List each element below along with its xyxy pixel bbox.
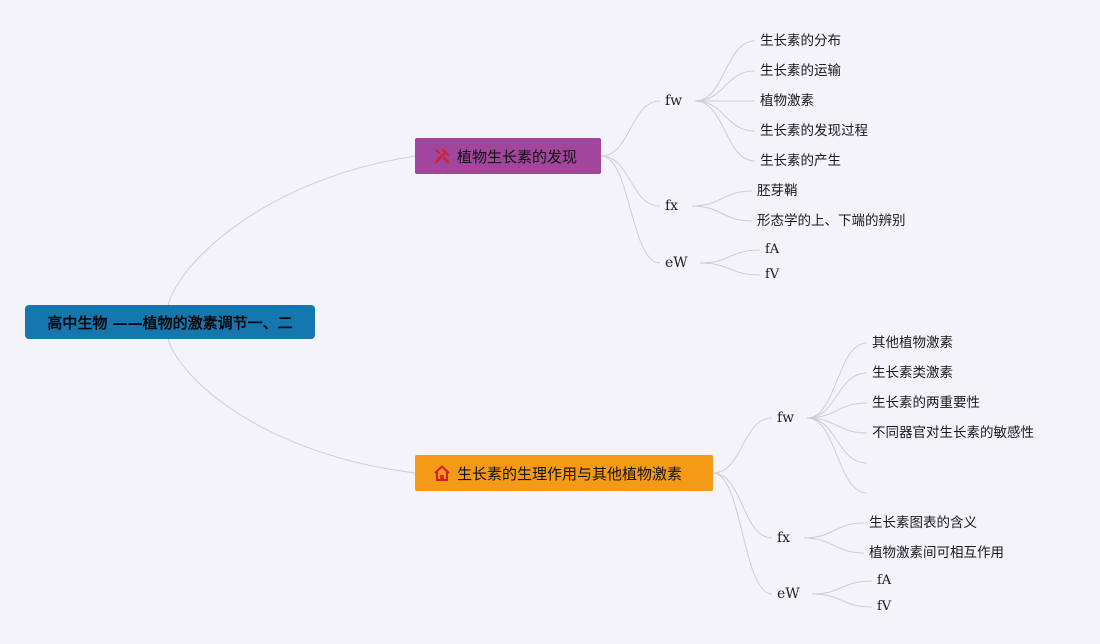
- leaf-connector: [811, 593, 873, 608]
- leaf-connector: [806, 372, 868, 419]
- leaf-node[interactable]: 胚芽鞘: [757, 183, 798, 199]
- home-icon: [433, 464, 451, 482]
- sub-node[interactable]: fx: [665, 198, 679, 214]
- branch-connector: [600, 100, 661, 157]
- leaf-connector: [694, 100, 756, 162]
- leaf-connector: [806, 417, 868, 494]
- leaf-node[interactable]: fV: [765, 267, 780, 282]
- leaf-connector: [694, 100, 756, 132]
- sub-node[interactable]: fw: [665, 93, 683, 109]
- branch-connector: [712, 472, 773, 539]
- leaf-node[interactable]: fV: [877, 599, 892, 614]
- leaf-connector: [806, 342, 868, 419]
- leaf-connector: [806, 417, 868, 464]
- leaf-connector: [691, 190, 753, 207]
- root-node[interactable]: 高中生物 ——植物的激素调节一、二: [25, 305, 315, 339]
- leaf-node[interactable]: 生长素的发现过程: [760, 123, 868, 139]
- leaf-node[interactable]: 其他植物激素: [872, 335, 953, 351]
- leaf-node[interactable]: 生长素的两重要性: [872, 395, 980, 411]
- leaf-connector: [803, 522, 865, 539]
- leaf-node[interactable]: fA: [877, 573, 892, 588]
- leaf-node[interactable]: 生长素图表的含义: [869, 515, 977, 531]
- leaf-node[interactable]: fA: [765, 242, 780, 257]
- leaf-node[interactable]: 生长素的分布: [760, 33, 841, 49]
- branch-connector: [600, 155, 661, 207]
- leaf-node[interactable]: 植物激素间可相互作用: [869, 545, 1004, 561]
- sub-node[interactable]: fx: [777, 530, 791, 546]
- leaf-connector: [699, 262, 761, 276]
- leaf-node[interactable]: 生长素的产生: [760, 153, 841, 169]
- branch-label: 生长素的生理作用与其他植物激素: [457, 464, 683, 483]
- branch-physiological-effects[interactable]: 生长素的生理作用与其他植物激素: [415, 455, 713, 491]
- root-label: 高中生物 ——植物的激素调节一、二: [47, 313, 293, 332]
- branch-connector: [712, 472, 773, 595]
- sub-node[interactable]: fw: [777, 410, 795, 426]
- branch-connector: [712, 417, 773, 474]
- branch-connector: [600, 155, 661, 264]
- leaf-node[interactable]: 不同器官对生长素的敏感性: [872, 425, 1034, 441]
- leaf-node[interactable]: 形态学的上、下端的辨别: [757, 213, 906, 229]
- leaf-connector: [806, 402, 868, 419]
- leaf-connector: [694, 40, 756, 102]
- sub-node[interactable]: eW: [665, 255, 688, 271]
- leaf-connector: [803, 537, 865, 554]
- leaf-node[interactable]: 生长素类激素: [872, 365, 953, 381]
- branch-auxin-discovery[interactable]: 植物生长素的发现: [415, 138, 601, 174]
- leaf-connector: [694, 70, 756, 102]
- leaf-connector: [811, 580, 873, 595]
- leaf-connector: [699, 249, 761, 264]
- branch-label: 植物生长素的发现: [457, 147, 578, 166]
- leaf-connector: [691, 205, 753, 222]
- leaf-node[interactable]: 植物激素: [760, 93, 814, 109]
- leaf-node[interactable]: 生长素的运输: [760, 63, 841, 79]
- leaf-connector: [806, 417, 868, 434]
- sub-node[interactable]: eW: [777, 586, 800, 602]
- tools-icon: [433, 147, 451, 165]
